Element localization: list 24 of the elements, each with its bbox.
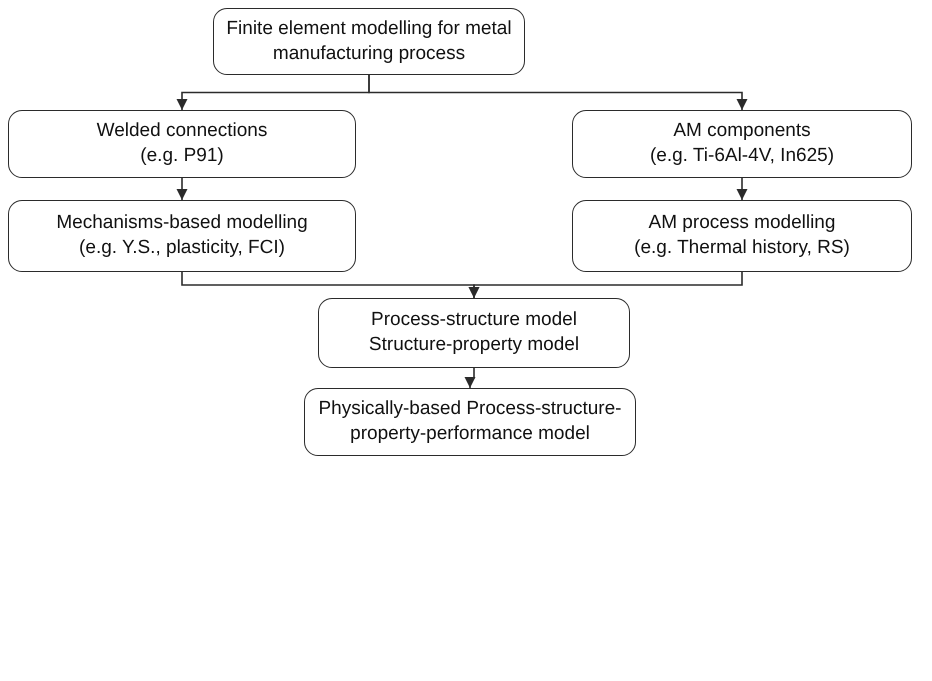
- arrow: [468, 272, 743, 298]
- arrow: [464, 368, 476, 388]
- box-text: Physically-based Process-structure-property-performance model: [317, 397, 623, 446]
- process-box: [304, 388, 636, 456]
- process-box: [318, 298, 630, 368]
- box-text: (e.g. Thermal history, RS): [634, 236, 850, 260]
- box-text: Structure-property model: [368, 333, 580, 357]
- box-text: Mechanisms-based modelling: [56, 211, 308, 236]
- box-text: Welded connections: [96, 119, 268, 144]
- box-text: Process-structure model: [371, 308, 577, 332]
- box-text: Finite element modelling for metal manufacturing process: [225, 16, 513, 66]
- process-box: [8, 110, 356, 178]
- process-box: [213, 8, 525, 75]
- arrow: [176, 178, 188, 200]
- arrow: [368, 75, 748, 110]
- box-text: (e.g. P91): [140, 144, 224, 168]
- box-text: (e.g. Y.S., plasticity, FCI): [79, 236, 285, 260]
- process-box: [8, 200, 356, 272]
- box-text: AM components: [673, 119, 811, 144]
- arrow: [736, 178, 748, 200]
- box-text: (e.g. Ti-6Al-4V, In625): [650, 144, 834, 168]
- process-box: [572, 110, 912, 178]
- process-box: [572, 200, 912, 272]
- box-text: AM process modelling: [648, 211, 836, 236]
